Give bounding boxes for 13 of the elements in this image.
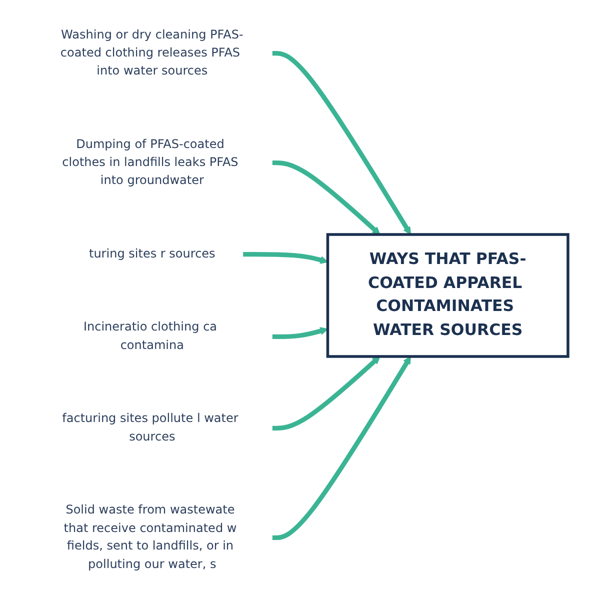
- arrow: [272, 356, 411, 540]
- node-text: Incineratio clothing ca contamina: [83, 320, 218, 352]
- node-text: Washing or dry cleaning PFAS-coated clothing releases PFAS into water sources: [60, 28, 244, 78]
- arrow: [243, 252, 328, 264]
- node-text: facturing sites pollute l water sources: [62, 412, 238, 444]
- node-text: Dumping of PFAS-coated clothes in landfills leaks PFAS into groundwater: [62, 138, 238, 188]
- node-text: Solid waste from wastewate that receive contaminated w fields, sent to landfills, or in polluting our water, s: [64, 504, 237, 572]
- arrow: [272, 327, 328, 340]
- arrow: [272, 50, 411, 235]
- arrow: [272, 356, 380, 431]
- arrow: [272, 160, 380, 235]
- node-box: WAYS THAT PFAS-COATED APPAREL CONTAMINATES WATER SOURCES: [326, 233, 570, 358]
- node-text: turing sites r sources: [88, 247, 216, 261]
